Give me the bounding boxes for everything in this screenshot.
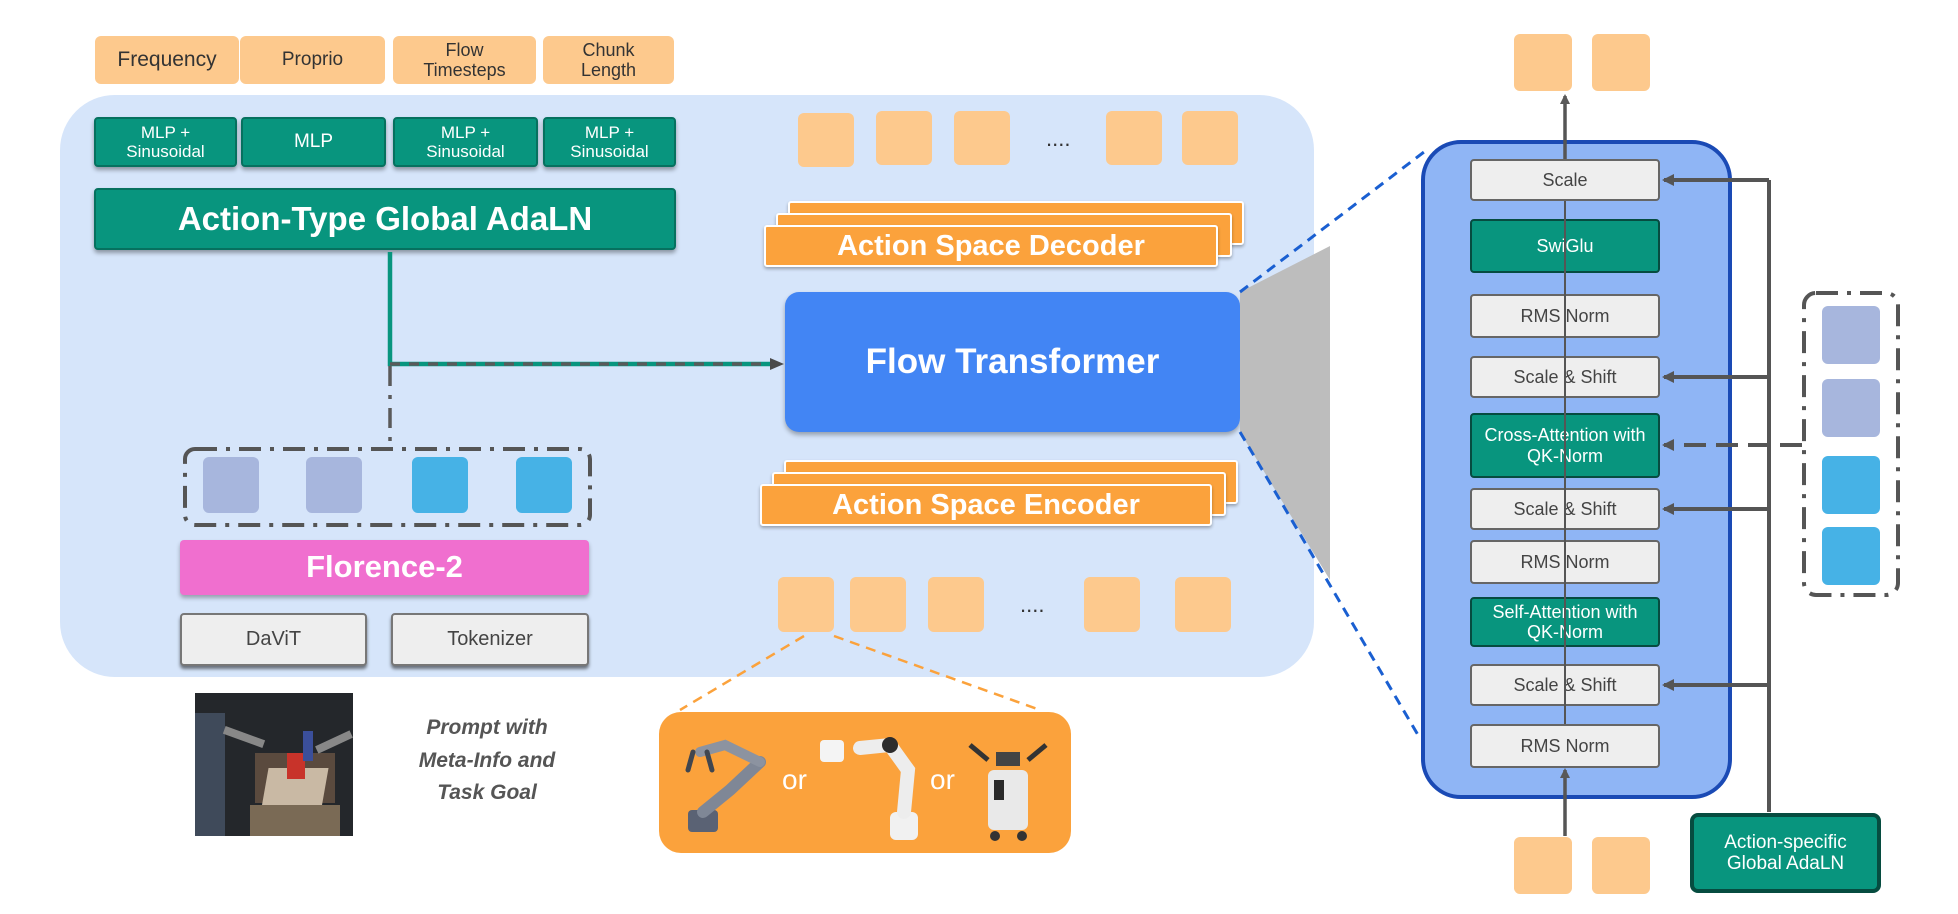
vision-token bbox=[1822, 306, 1880, 364]
input-token bbox=[928, 577, 984, 632]
adaln-connector bbox=[387, 252, 778, 367]
zoom-line-bottom bbox=[1238, 431, 1420, 736]
condition-chunk-length: Chunk Length bbox=[543, 36, 674, 84]
input-token bbox=[1084, 577, 1140, 632]
robot-arm-icon bbox=[685, 739, 766, 832]
text-token bbox=[412, 457, 468, 513]
robot-scene-photo bbox=[195, 693, 353, 836]
input-token bbox=[1175, 577, 1231, 632]
block-output-token bbox=[1592, 34, 1650, 91]
block-input-token bbox=[1514, 837, 1572, 894]
text-token bbox=[516, 457, 572, 513]
tokenizer-block: Tokenizer bbox=[391, 613, 589, 666]
layer-rms-norm-3: RMS Norm bbox=[1470, 724, 1660, 768]
robot-or-label: or bbox=[930, 764, 955, 795]
florence-2-block: Florence-2 bbox=[180, 540, 589, 595]
zoom-line-top bbox=[1239, 150, 1425, 294]
output-token bbox=[954, 111, 1010, 165]
input-token bbox=[850, 577, 906, 632]
flow-transformer-block: Flow Transformer bbox=[785, 292, 1240, 432]
action-space-decoder: Action Space Decoder bbox=[764, 225, 1218, 267]
robot-mobile-manipulator-icon bbox=[968, 743, 1048, 841]
robot-or-label: or bbox=[782, 764, 807, 795]
vision-token bbox=[1822, 379, 1880, 437]
layer-scale: Scale bbox=[1470, 159, 1660, 201]
input-token bbox=[778, 577, 834, 632]
action-space-encoder: Action Space Encoder bbox=[760, 484, 1212, 526]
vision-token bbox=[203, 457, 259, 513]
mlp-frequency: MLP + Sinusoidal bbox=[94, 117, 237, 167]
condition-frequency: Frequency bbox=[95, 36, 239, 84]
mlp-proprio: MLP bbox=[241, 117, 386, 167]
output-token bbox=[1182, 111, 1238, 165]
condition-proprio: Proprio bbox=[240, 36, 385, 84]
mlp-flow-timesteps: MLP + Sinusoidal bbox=[393, 117, 538, 167]
robot-franka-icon bbox=[820, 737, 918, 840]
output-token-ellipsis: .... bbox=[1046, 126, 1071, 151]
prompt-caption: Prompt with Meta-Info and Task Goal bbox=[418, 716, 556, 805]
action-specific-global-adaln: Action-specific Global AdaLN bbox=[1690, 813, 1881, 893]
mlp-chunk-length: MLP + Sinusoidal bbox=[543, 117, 676, 167]
condition-flow-timesteps: Flow Timesteps bbox=[393, 36, 536, 84]
input-token-ellipsis: .... bbox=[1020, 592, 1045, 617]
cross-attn-token-bracket bbox=[1802, 291, 1900, 597]
vlm-token-bracket bbox=[183, 447, 592, 527]
robot-link-left bbox=[679, 634, 805, 712]
block-input-token bbox=[1592, 837, 1650, 894]
text-token bbox=[1822, 527, 1880, 585]
output-token bbox=[876, 111, 932, 165]
text-token bbox=[1822, 456, 1880, 514]
vision-token bbox=[306, 457, 362, 513]
output-token bbox=[798, 113, 854, 167]
block-output-token bbox=[1514, 34, 1572, 91]
robot-link-right bbox=[833, 634, 1041, 712]
output-token bbox=[1106, 111, 1162, 165]
action-type-global-adaln: Action-Type Global AdaLN bbox=[94, 188, 676, 250]
davit-block: DaViT bbox=[180, 613, 367, 666]
zoom-shading bbox=[1240, 246, 1330, 580]
